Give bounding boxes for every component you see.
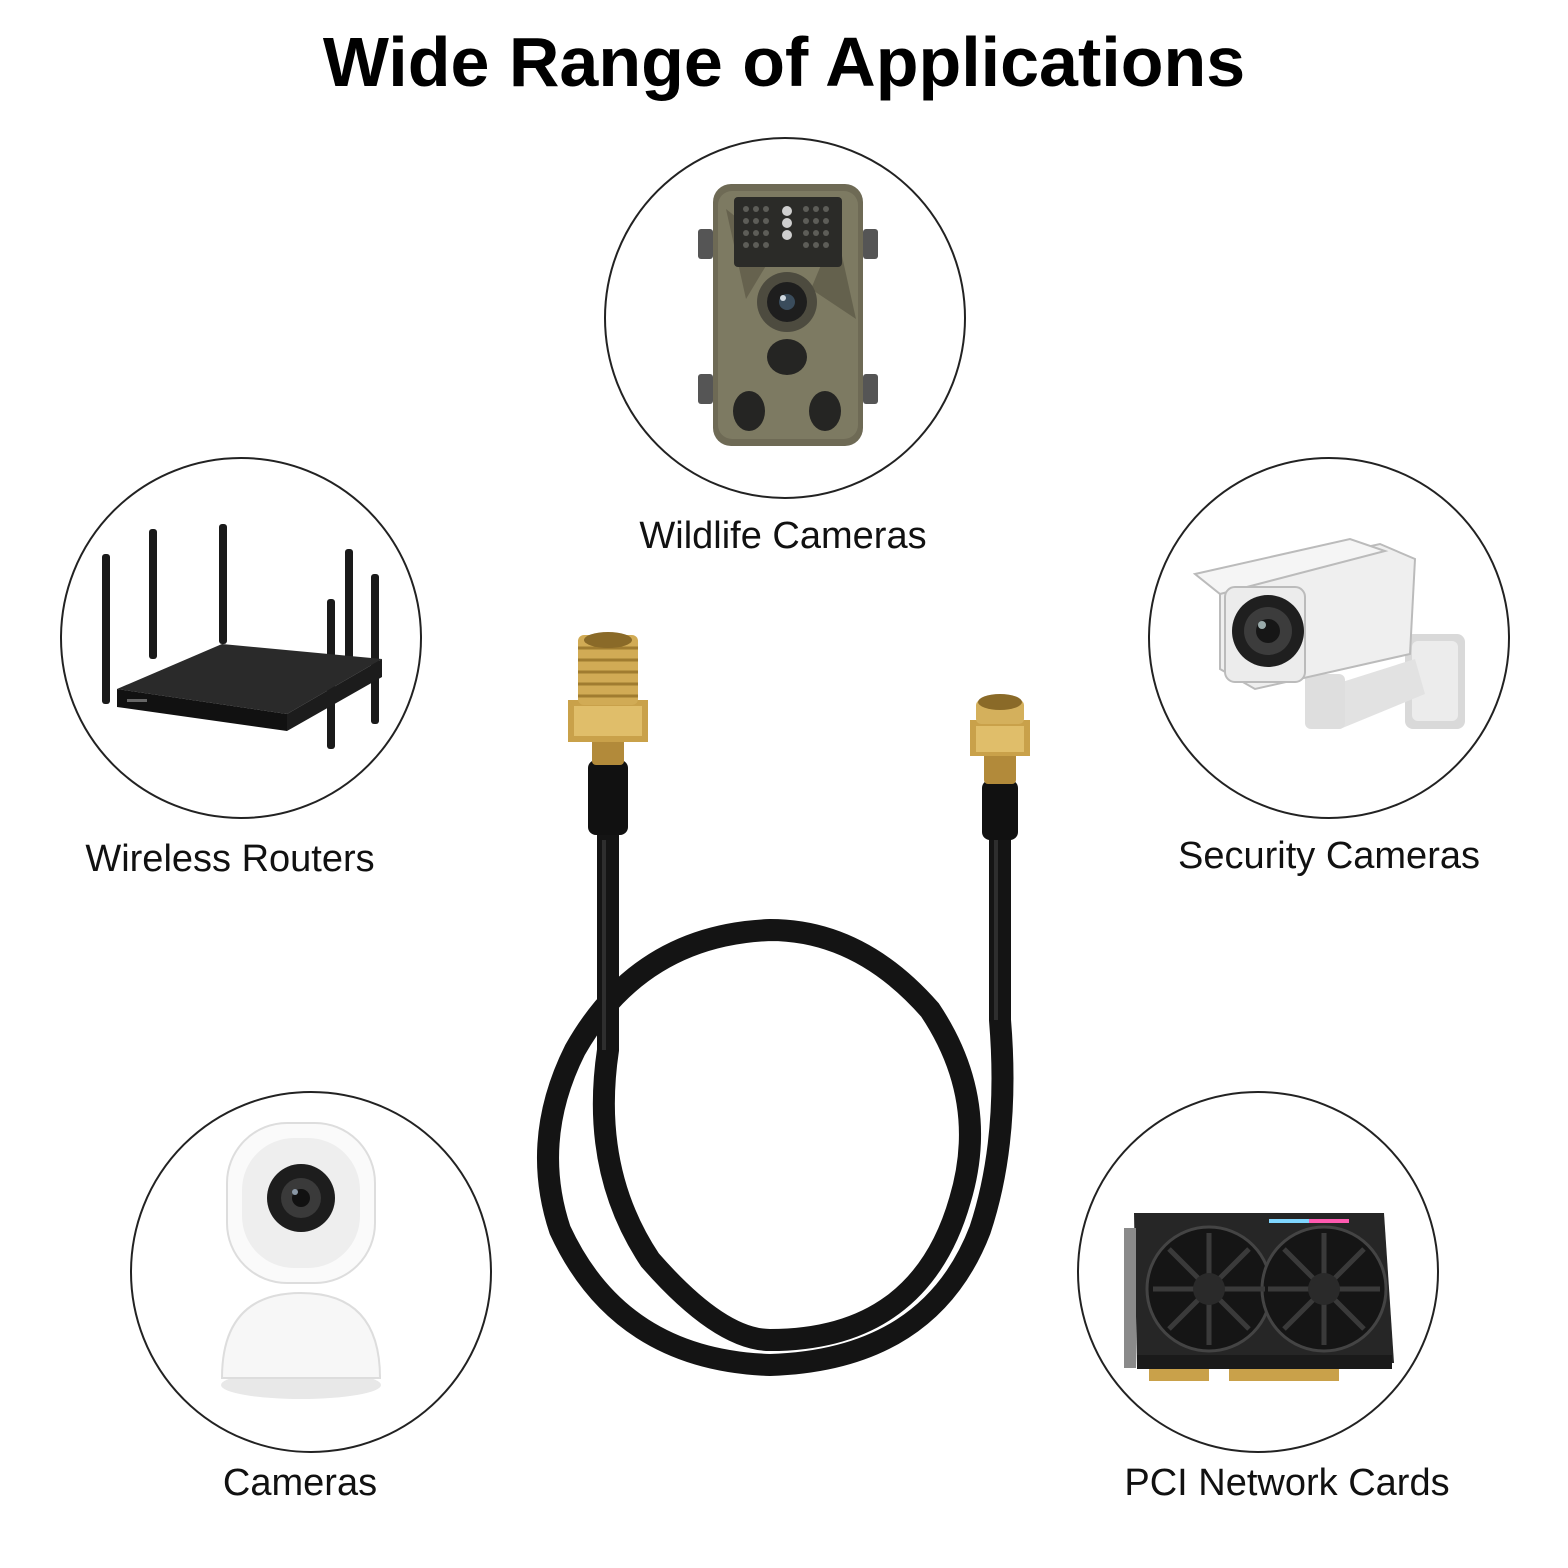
security-camera-circle — [1148, 457, 1510, 819]
label-security-cameras: Security Cameras — [1178, 835, 1480, 877]
label-wireless-routers: Wireless Routers — [85, 838, 375, 880]
label-wildlife-cameras: Wildlife Cameras — [639, 515, 927, 557]
security-camera-icon — [1192, 537, 1465, 729]
wildlife-camera-icon — [698, 184, 878, 446]
label-pci-network-cards: PCI Network Cards — [1124, 1462, 1450, 1504]
graphics-card-icon — [1124, 1213, 1394, 1381]
home-camera-icon — [220, 1122, 382, 1399]
home-camera-circle — [130, 1091, 492, 1453]
router-icon — [102, 524, 382, 749]
wildlife-camera-circle — [604, 137, 966, 499]
graphics-card-circle — [1077, 1091, 1439, 1453]
router-circle — [60, 457, 422, 819]
label-cameras: Cameras — [222, 1462, 378, 1504]
page-title: Wide Range of Applications — [322, 23, 1246, 101]
